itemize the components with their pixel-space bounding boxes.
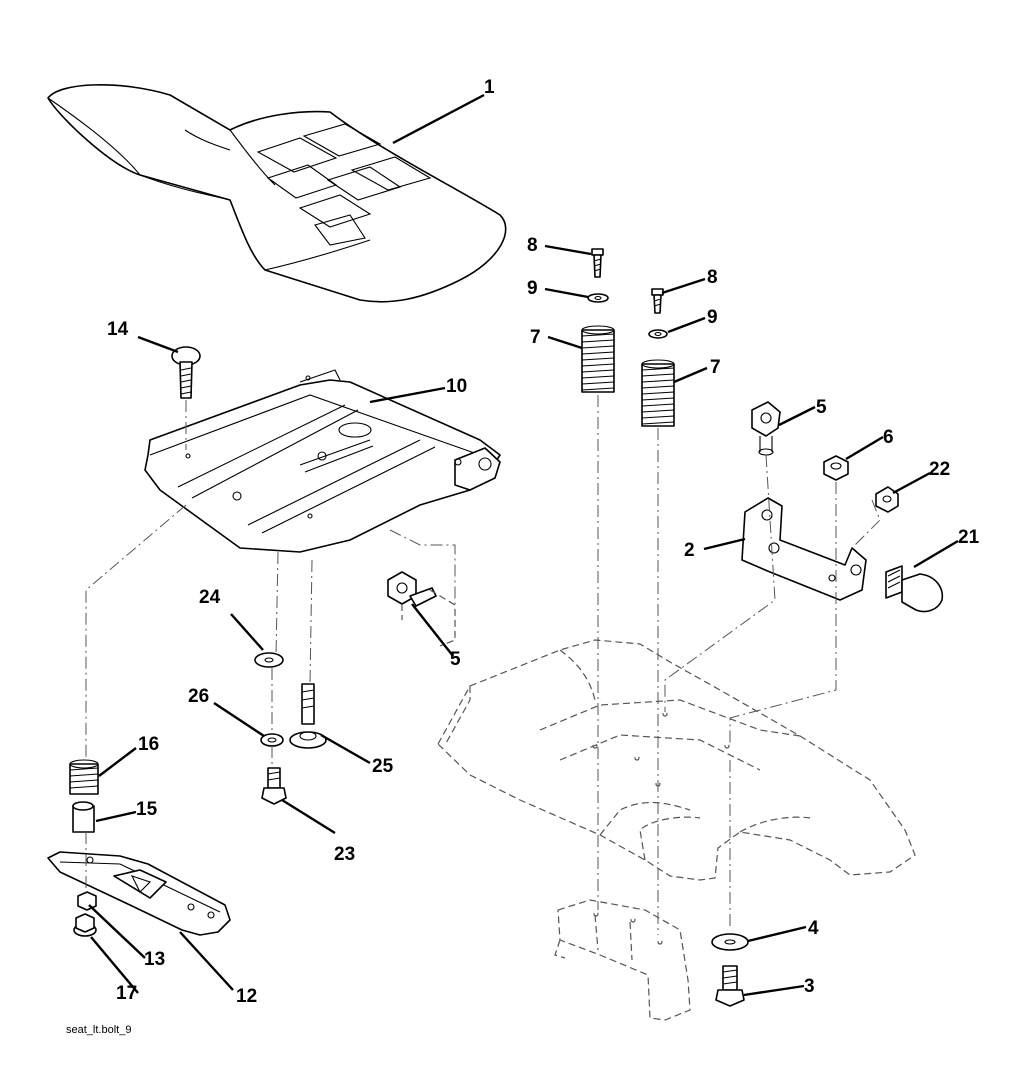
callout-9-left: 9: [527, 278, 538, 299]
callout-4: 4: [808, 918, 819, 939]
bracket-2: [741, 497, 867, 601]
callout-7-left: 7: [530, 327, 541, 348]
callout-24: 24: [199, 587, 221, 608]
callout-17: 17: [116, 983, 137, 1004]
washer-24: [254, 652, 284, 668]
callout-21: 21: [958, 527, 980, 548]
callout-2: 2: [684, 540, 695, 561]
callout-12: 12: [236, 986, 257, 1007]
callout-3: 3: [804, 976, 815, 997]
callout-8-right: 8: [707, 267, 718, 288]
callout-14: 14: [107, 319, 129, 340]
base-plate-12: [47, 851, 231, 936]
hex-bolt-23: [261, 767, 287, 805]
bolt-washer-spring-left: [581, 248, 615, 393]
callout-6: 6: [883, 427, 894, 448]
lock-washer-26: [260, 733, 284, 747]
callout-23: 23: [334, 844, 355, 865]
bolt-washer-spring-right: [641, 288, 675, 427]
nut-13: [77, 891, 97, 911]
spacer-15: [72, 801, 95, 833]
callout-8-left: 8: [527, 235, 538, 256]
adjuster-clip-5-lower: [387, 571, 456, 647]
carriage-bolt-14: [171, 346, 201, 399]
callout-5-upper: 5: [816, 397, 827, 418]
callout-16: 16: [138, 734, 159, 755]
callout-7-right: 7: [710, 357, 721, 378]
callout-13: 13: [144, 949, 165, 970]
adjuster-knob-21: [885, 565, 944, 613]
callout-5-lower: 5: [450, 649, 461, 670]
callout-15: 15: [136, 799, 158, 820]
callout-26: 26: [188, 686, 209, 707]
flange-nut-17: [73, 913, 97, 937]
shoulder-bolt-25: [289, 683, 327, 749]
callout-9-right: 9: [707, 307, 718, 328]
figure-caption: seat_lt.bolt_9: [66, 1024, 131, 1036]
nut-6: [823, 455, 849, 481]
callout-22: 22: [929, 459, 950, 480]
center-lines: [85, 395, 881, 935]
callout-1: 1: [484, 77, 495, 98]
hex-bolt-3: [715, 965, 745, 1007]
adjuster-knob-5-upper: [751, 401, 781, 456]
spring-16: [69, 759, 99, 795]
callout-25: 25: [372, 756, 394, 777]
seat-cushion: [47, 84, 507, 303]
leader-lines: [88, 93, 959, 997]
seat-pan: [144, 369, 501, 553]
tractor-frame-phantom: [437, 639, 916, 1021]
callout-numbers: 1 14 10 8 9 7 8 9 7 5 6 22 2 21 5 24 26 …: [107, 77, 980, 1007]
washer-4: [711, 933, 749, 951]
callout-10: 10: [446, 376, 467, 397]
nut-22: [875, 486, 899, 513]
